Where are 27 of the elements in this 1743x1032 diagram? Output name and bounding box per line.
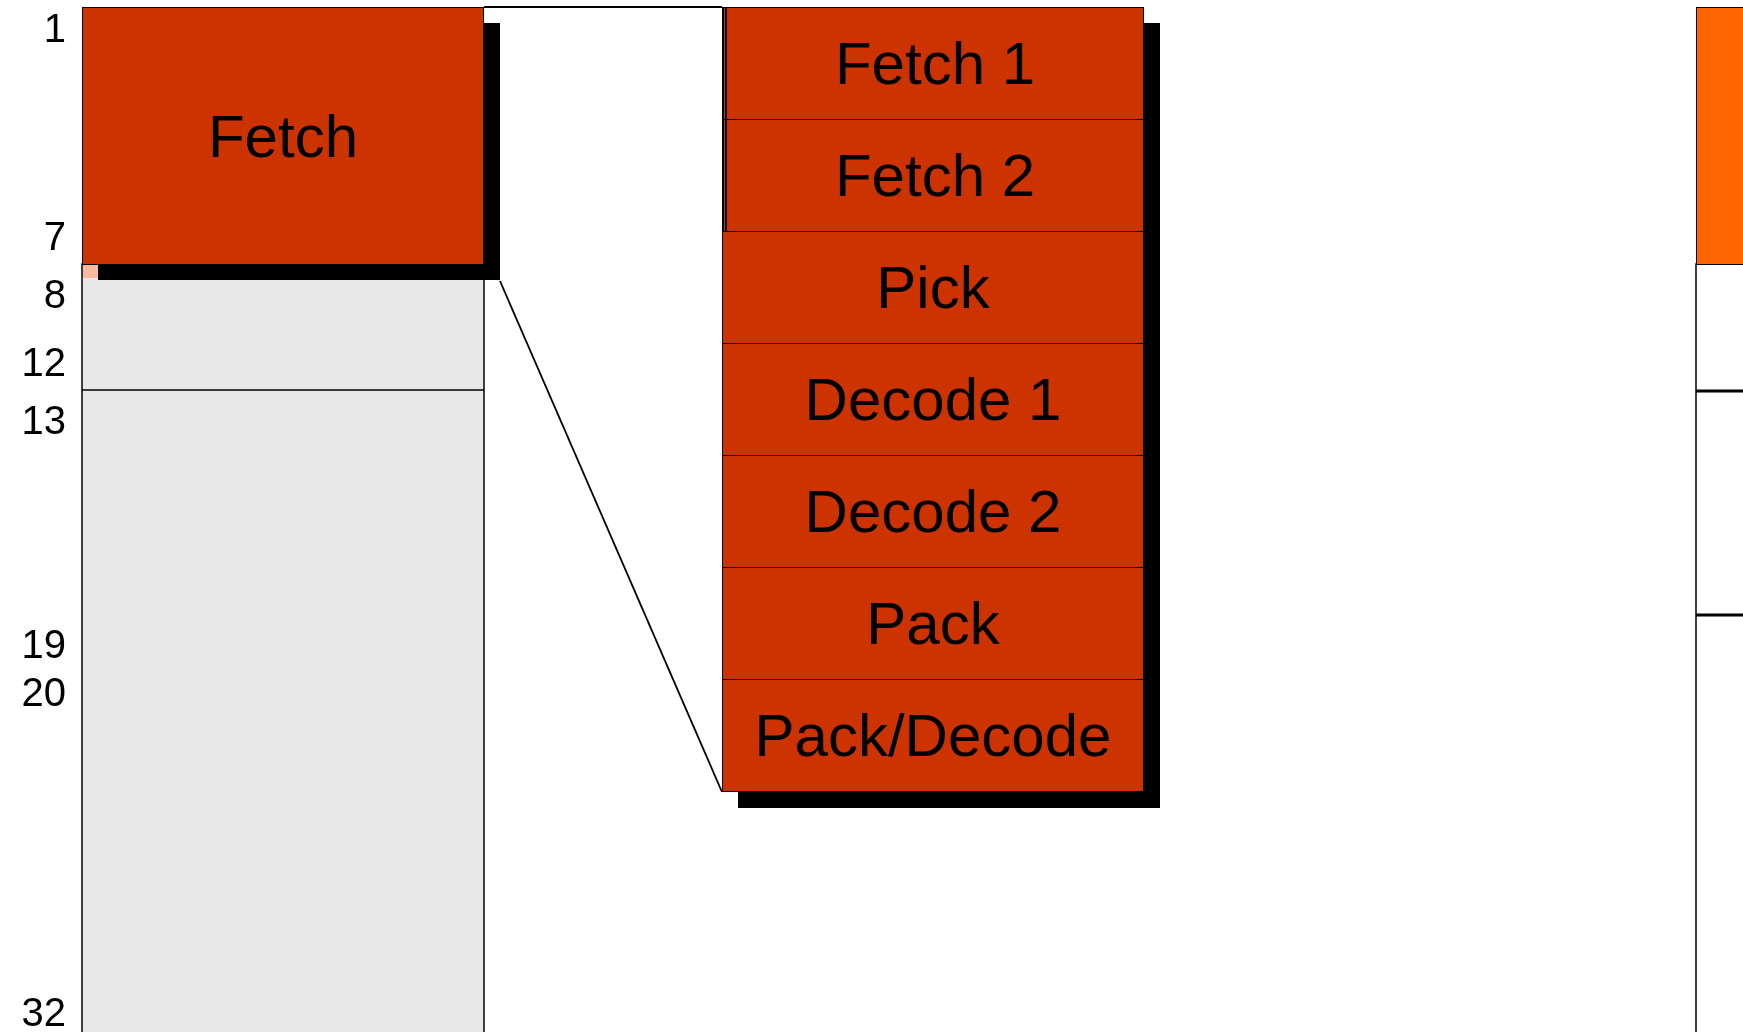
stage-box	[82, 7, 484, 265]
row-number: 1	[42, 6, 66, 50]
row-number: 8	[42, 272, 66, 316]
row-number: 32	[20, 990, 66, 1032]
row-number: 13	[20, 398, 66, 442]
stage-box	[722, 567, 1144, 680]
stage-box	[722, 231, 1144, 344]
row-number: 20	[20, 670, 66, 714]
stage-label: Fetch 2	[834, 141, 1036, 210]
stage-box	[722, 119, 1144, 232]
stage-box	[722, 343, 1144, 456]
row-number: 12	[20, 340, 66, 384]
row-number: 7	[42, 214, 66, 258]
stage-box	[722, 679, 1144, 792]
stage-label: Decode 2	[804, 477, 1062, 546]
row-number: 19	[20, 622, 66, 666]
zoom-line	[499, 280, 723, 793]
stage-label: Pack/Decode	[754, 701, 1112, 770]
stage-box	[722, 455, 1144, 568]
stage-label: Pick	[876, 253, 990, 322]
stage-box	[722, 7, 1144, 120]
stage-label: Fetch	[207, 101, 359, 171]
stage-label: Pack	[866, 589, 1000, 658]
zoom-line	[483, 6, 723, 8]
stage-box	[1696, 7, 1743, 265]
stage-label: Decode 1	[804, 365, 1062, 434]
stage-label: Fetch 1	[834, 29, 1036, 98]
